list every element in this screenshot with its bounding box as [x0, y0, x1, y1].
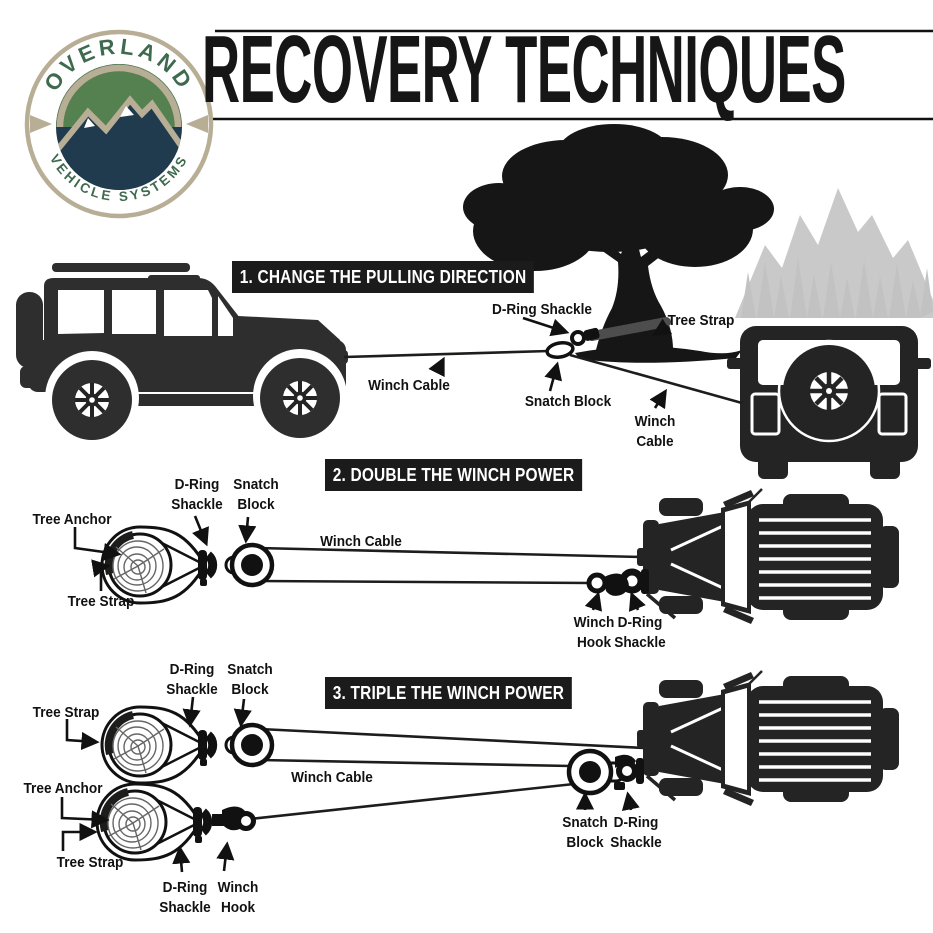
d-ring-shackle-s2-icon — [619, 568, 649, 594]
label-tree-strap-s2: Tree Strap — [67, 594, 135, 610]
snatch-block-s2-icon — [224, 542, 275, 588]
label-d-ring-shackle-s1: D-Ring Shackle — [492, 302, 592, 318]
label-snatch-block-s3-vehicle: Snatch Block — [562, 815, 608, 851]
label-snatch-block-s2: Snatch Block — [233, 477, 279, 513]
winch-cable-s1-left — [343, 349, 550, 359]
ground-icon — [575, 346, 742, 363]
page-title: RECOVERY TECHNIQUES — [202, 16, 846, 123]
label-tree-strap-s1: Tree Strap — [667, 313, 735, 329]
label-winch-hook-s2: Winch Hook — [573, 615, 615, 651]
brand-logo: OVERLAND VEHICLE SYSTEMS — [24, 29, 214, 219]
label-winch-cable-s2: Winch Cable — [320, 534, 402, 550]
jeep-top-s2-icon — [635, 487, 901, 626]
section-1-header: 1. CHANGE THE PULLING DIRECTION — [232, 261, 535, 293]
logo-left-triangle-icon — [30, 115, 52, 133]
label-d-ring-shackle-s3-top: D-Ring Shackle — [166, 662, 218, 698]
label-tree-strap-s3-top: Tree Strap — [32, 705, 100, 721]
winch-cable-s3 — [249, 727, 645, 821]
label-d-ring-shackle-s2: D-Ring Shackle — [171, 477, 223, 513]
winch-cable-s1 — [343, 349, 743, 405]
d-ring-shackle-s3-vehicle-icon — [614, 754, 644, 790]
label-d-ring-shackle-s3-vehicle: D-Ring Shackle — [610, 815, 662, 851]
tree-icon — [463, 124, 774, 363]
winch-cable-s2 — [257, 546, 642, 585]
label-winch-cable-s1-left: Winch Cable — [368, 378, 450, 394]
mountains-icon — [735, 188, 933, 318]
label-snatch-block-s1: Snatch Block — [524, 394, 612, 410]
title-rules — [204, 29, 933, 121]
callout-arrows — [60, 316, 673, 873]
label-d-ring-shackle-s2-vehicle: D-Ring Shackle — [614, 615, 666, 651]
label-winch-cable-s1-right: Winch Cable — [634, 414, 676, 450]
snatch-block-s1-icon — [545, 340, 575, 360]
label-tree-anchor-s3: Tree Anchor — [23, 781, 103, 797]
label-winch-cable-s3: Winch Cable — [291, 770, 373, 786]
tree-anchor-s3-bottom-icon — [97, 784, 208, 860]
section-2-header: 2. DOUBLE THE WINCH POWER — [325, 459, 583, 491]
jeep-top-s3-icon — [635, 669, 901, 808]
label-snatch-block-s3-top: Snatch Block — [227, 662, 273, 698]
section-3-header: 3. TRIPLE THE WINCH POWER — [325, 677, 572, 709]
jeep-rear-icon — [727, 326, 931, 479]
winch-hook-s3-icon — [212, 806, 256, 831]
label-d-ring-shackle-s3-bottom: D-Ring Shackle — [159, 880, 211, 916]
d-ring-shackle-s1-icon — [570, 327, 600, 346]
logo-arch-icon — [56, 64, 182, 128]
logo-right-triangle-icon — [186, 115, 208, 133]
snatch-block-s3-top-icon — [224, 722, 275, 768]
label-tree-strap-s3-bottom: Tree Strap — [56, 855, 124, 871]
label-winch-hook-s3: Winch Hook — [217, 880, 259, 916]
tree-anchor-s3-top-icon — [102, 707, 213, 783]
jeep-side-icon — [16, 263, 348, 445]
label-tree-anchor-s2: Tree Anchor — [32, 512, 112, 528]
winch-cable-s1-right — [569, 353, 743, 405]
